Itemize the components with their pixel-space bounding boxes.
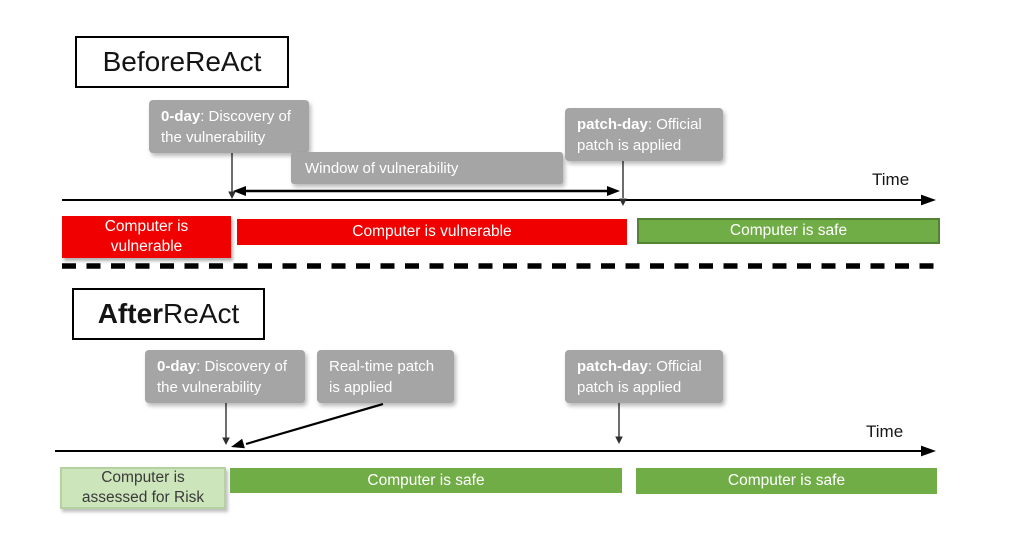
after-title-rest: ReAct (163, 298, 240, 329)
status-bar-label: Computer is assessed for Risk (81, 469, 205, 506)
patch-day-keyword: patch-day (577, 116, 648, 133)
status-bar-safe-mid: Computer is safe (230, 468, 622, 493)
zero-day-after-pointer-head-icon (222, 437, 230, 445)
status-bar-label: Computer is safe (367, 471, 485, 489)
zero-day-keyword: 0-day (157, 358, 197, 375)
before-react-title: Before ReAct (75, 36, 289, 88)
before-title-rest: ReAct (185, 46, 262, 77)
time-axis-label-after: Time (866, 422, 904, 441)
callout-zero-day-before: 0-day: Discovery of the vulnerability (149, 100, 309, 153)
after-title-main: After (97, 298, 164, 329)
status-bar-label: Computer is vulnerable (104, 218, 189, 255)
patch-day-after-pointer-head-icon (615, 436, 623, 444)
status-bar-safe-right: Computer is safe (636, 468, 937, 494)
timeline-after-arrowhead-icon (921, 445, 936, 457)
realtime-patch-diagonal-arrow (245, 402, 384, 446)
callout-zero-day-after: 0-day: Discovery of the vulnerability (145, 350, 305, 403)
status-bar-assessed-for-risk: Computer is assessed for Risk (60, 467, 226, 509)
time-axis-label-before: Time (872, 170, 910, 189)
callout-realtime-patch: Real-time patch is applied (317, 350, 454, 403)
status-bar-vulnerable-mid: Computer is vulnerable (237, 219, 627, 245)
status-bar-label: Computer is safe (729, 222, 848, 239)
patch-day-before-pointer-head-icon (619, 198, 627, 206)
span-arrow-right-head-icon (607, 186, 620, 196)
callout-patch-day-before: patch-day: Official patch is applied (565, 108, 723, 161)
realtime-patch-label: Real-time patch is applied (329, 358, 435, 396)
realtime-patch-arrowhead-icon (231, 438, 245, 449)
timeline-before-arrowhead-icon (921, 194, 936, 206)
span-arrow-left-head-icon (233, 186, 246, 196)
zero-day-text: : Discovery of the vulnerability (157, 358, 288, 396)
status-bar-vulnerable-left: Computer is vulnerable (62, 216, 231, 258)
zero-day-text: : Discovery of the vulnerability (161, 108, 292, 146)
zero-day-before-pointer-head-icon (228, 191, 236, 199)
after-react-title: After ReAct (72, 288, 265, 340)
before-title-main: Before (102, 46, 186, 77)
status-bar-label: Computer is safe (727, 472, 846, 489)
patch-day-keyword: patch-day (577, 358, 648, 375)
patch-day-text: : Official patch is applied (577, 116, 702, 154)
status-bar-safe-before: Computer is safe (637, 218, 940, 244)
window-of-vulnerability-label: Window of vulnerability (305, 159, 459, 177)
callout-patch-day-after: patch-day: Official patch is applied (565, 350, 723, 403)
status-bar-label: Computer is vulnerable (352, 223, 512, 240)
callout-window-of-vulnerability: Window of vulnerability (291, 152, 563, 184)
zero-day-keyword: 0-day (161, 108, 201, 125)
patch-day-text: : Official patch is applied (577, 358, 702, 396)
